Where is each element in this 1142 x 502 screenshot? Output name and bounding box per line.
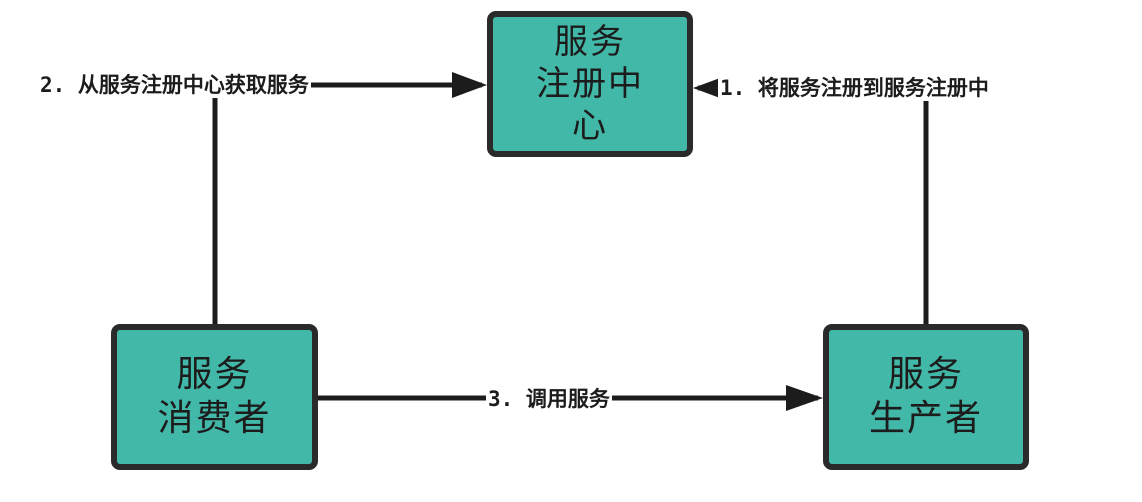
- node-service-consumer-label: 服务消费者: [157, 354, 272, 439]
- edge-fetch-label: 2. 从服务注册中心获取服务: [38, 72, 311, 98]
- edge-register: [698, 85, 929, 324]
- node-service-provider[interactable]: 服务生产者: [823, 324, 1029, 470]
- node-service-registry-label: 服务注册中心: [536, 22, 644, 146]
- edge-register-label: 1. 将服务注册到服务注册中: [718, 75, 991, 101]
- edge-invoke-label: 3. 调用服务: [486, 386, 612, 412]
- node-service-consumer[interactable]: 服务消费者: [111, 324, 318, 470]
- node-service-provider-label: 服务生产者: [868, 354, 983, 439]
- edge-invoke-arrowhead: [786, 385, 823, 411]
- node-service-registry[interactable]: 服务注册中心: [487, 11, 693, 157]
- edge-register-arrowhead: [693, 78, 720, 98]
- edge-fetch-arrowhead: [452, 72, 487, 98]
- edge-fetch: [212, 82, 482, 324]
